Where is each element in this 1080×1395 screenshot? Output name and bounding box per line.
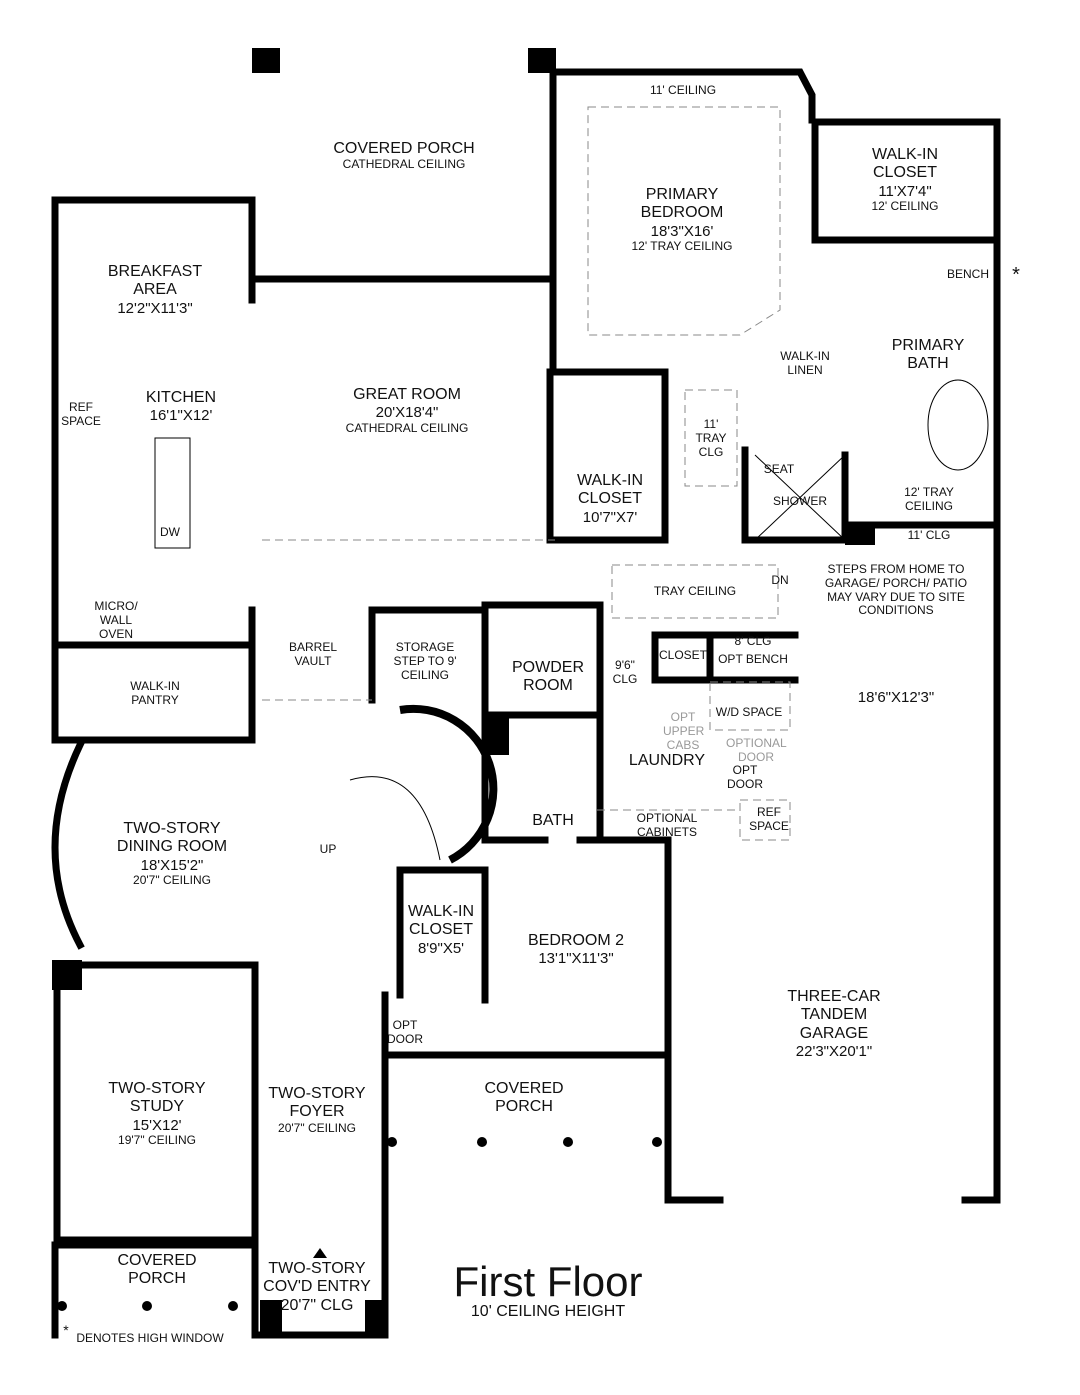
room-note: CATHEDRAL CEILING bbox=[345, 420, 469, 435]
footnote-asterisk: * bbox=[63, 1322, 69, 1338]
room-name: BREAKFAST AREA bbox=[107, 263, 203, 299]
room-dims: 12'2"X11'3" bbox=[117, 299, 193, 317]
opt-upper-cabs-label: OPT UPPER CABS bbox=[663, 710, 705, 752]
opt-door-bedroom-label: OPT DOOR bbox=[387, 1018, 423, 1046]
tray-clg-11-label: 11' TRAY CLG bbox=[695, 417, 727, 459]
room-name: WALK-IN CLOSET bbox=[871, 146, 939, 182]
room-name: COVERED PORCH bbox=[117, 1252, 197, 1288]
walkin-linen-label: WALK-IN LINEN bbox=[780, 349, 830, 377]
left-covered-porch-label: COVERED PORCH bbox=[112, 1252, 202, 1289]
room-name: TWO-STORY FOYER bbox=[268, 1085, 366, 1121]
clg-8-label: 8' CLG bbox=[734, 634, 772, 648]
room-name: GREAT ROOM bbox=[353, 386, 461, 403]
garage-bay-dims: 18'6"X12'3" bbox=[857, 689, 935, 706]
micro-oven-label: MICRO/ WALL OVEN bbox=[94, 599, 138, 641]
room-name: THREE-CAR TANDEM GARAGE bbox=[787, 988, 881, 1042]
primary-bath-label: PRIMARY BATH bbox=[888, 337, 968, 374]
up-stairs-label: UP bbox=[319, 842, 337, 856]
down-stairs-label: DN bbox=[771, 573, 789, 587]
plan-title: First Floor bbox=[453, 1258, 643, 1305]
high-window-asterisk: * bbox=[1012, 264, 1020, 286]
tray-ceiling-label: TRAY CEILING bbox=[653, 584, 737, 598]
front-covered-porch-label: COVERED PORCH bbox=[479, 1080, 569, 1117]
seat-label: SEAT bbox=[763, 462, 795, 476]
room-name: TWO-STORY COV'D ENTRY bbox=[263, 1260, 371, 1296]
laundry-ref-space-label: REF SPACE bbox=[749, 805, 789, 833]
room-note: 12' CEILING bbox=[871, 199, 939, 214]
room-note: CATHEDRAL CEILING bbox=[342, 157, 466, 172]
room-name: PRIMARY BATH bbox=[891, 337, 965, 373]
room-name: TWO-STORY STUDY bbox=[108, 1080, 206, 1116]
room-name: PRIMARY BEDROOM bbox=[640, 186, 724, 222]
footnote-text: DENOTES HIGH WINDOW bbox=[76, 1331, 224, 1345]
bath-label: BATH bbox=[532, 812, 574, 829]
room-dims: 13'1"X11'3" bbox=[538, 950, 614, 968]
room-dims: 18'X15'2" bbox=[140, 856, 204, 874]
room-name: WALK-IN CLOSET bbox=[576, 472, 644, 508]
room-note: 20'7" CEILING bbox=[133, 873, 211, 888]
kitchen-ref-space-label: REF SPACE bbox=[61, 400, 101, 428]
primary-bath-ceiling: 12' TRAY CEILING bbox=[904, 485, 954, 513]
optional-cabinets-label: OPTIONAL CABINETS bbox=[636, 811, 698, 839]
room-dims: 10'7"X7' bbox=[582, 508, 638, 526]
room-dims: 16'1"X12' bbox=[149, 407, 213, 425]
room-note: 19'7" CEILING bbox=[118, 1133, 196, 1148]
laundry-label: LAUNDRY bbox=[628, 752, 706, 769]
room-dims: 18'3"X16' bbox=[650, 222, 714, 240]
opt-door-laundry-label: OPT DOOR bbox=[727, 763, 763, 791]
room-name: COVERED PORCH bbox=[333, 140, 475, 157]
plan-subtitle: 10' CEILING HEIGHT bbox=[470, 1303, 626, 1320]
primary-ceiling-note: 11' CEILING bbox=[649, 83, 717, 97]
shower-label: SHOWER bbox=[773, 494, 827, 508]
storage-label: STORAGE STEP TO 9' CEILING bbox=[393, 640, 457, 682]
room-name: BEDROOM 2 bbox=[527, 932, 625, 949]
room-dims: 8'9"X5' bbox=[417, 939, 465, 957]
room-dims: 22'3"X20'1" bbox=[795, 1043, 873, 1061]
room-name: COVERED PORCH bbox=[484, 1080, 564, 1116]
powder-room-label: POWDER ROOM bbox=[512, 659, 584, 695]
closet-label: CLOSET bbox=[658, 648, 708, 662]
room-dims: 15'X12' bbox=[132, 1116, 182, 1134]
room-note: 20'7" CLG bbox=[280, 1296, 354, 1314]
steps-note: STEPS FROM HOME TO GARAGE/ PORCH/ PATIO … bbox=[824, 562, 968, 618]
primary-bath-clg: 11' CLG bbox=[907, 528, 951, 542]
pantry-label: WALK-IN PANTRY bbox=[130, 679, 180, 707]
room-name: TWO-STORY DINING ROOM bbox=[116, 820, 228, 856]
bench-label: BENCH bbox=[946, 267, 990, 281]
clg-96-label: 9'6" CLG bbox=[612, 658, 638, 686]
room-name: WALK-IN CLOSET bbox=[407, 903, 475, 939]
barrel-vault-label: BARREL VAULT bbox=[288, 640, 338, 668]
room-dims: 11'X7'4" bbox=[878, 182, 932, 200]
room-note: 12' TRAY CEILING bbox=[631, 239, 733, 254]
room-dims: 20'X18'4" bbox=[375, 404, 439, 422]
wd-space-label: W/D SPACE bbox=[715, 705, 783, 719]
room-name: KITCHEN bbox=[145, 389, 217, 406]
dishwasher-label: DW bbox=[160, 525, 180, 539]
opt-bench-label: OPT BENCH bbox=[718, 652, 788, 666]
optional-door-label: OPTIONAL DOOR bbox=[726, 736, 787, 764]
room-note: 20'7" CEILING bbox=[278, 1120, 356, 1135]
